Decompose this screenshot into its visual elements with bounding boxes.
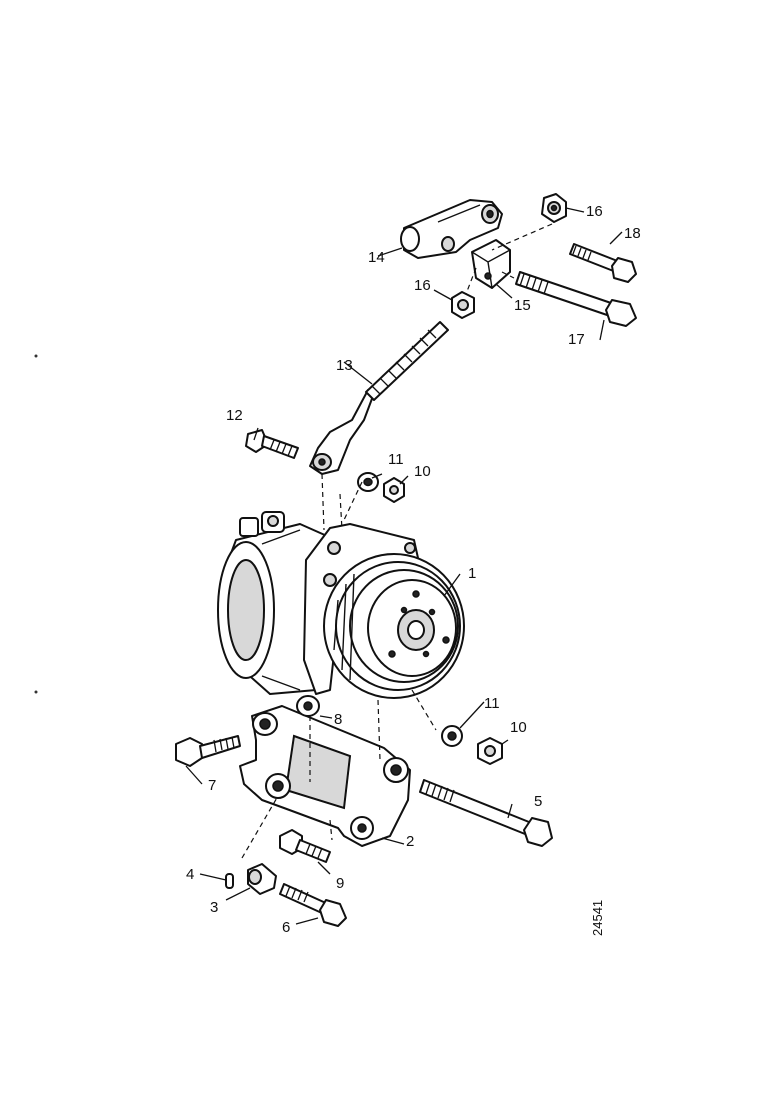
bolt-part-12 xyxy=(245,429,299,459)
nut-part-16-top xyxy=(541,193,567,223)
bolt-part-5 xyxy=(419,779,553,847)
bolt-part-18 xyxy=(569,243,637,283)
label-18: 18 xyxy=(624,225,641,242)
nut-part-16-middle xyxy=(451,291,475,319)
bolt-part-6 xyxy=(279,883,347,927)
label-5: 5 xyxy=(534,793,542,810)
bolt-part-17 xyxy=(515,271,637,327)
lower-bracket-part-2 xyxy=(239,705,411,847)
label-17: 17 xyxy=(568,331,585,348)
label-10-bottom: 10 xyxy=(510,719,527,736)
label-16-top: 16 xyxy=(586,203,603,220)
adjusting-link-part-13 xyxy=(309,321,449,475)
sleeve-part-3 xyxy=(247,863,277,895)
nut-part-10-top xyxy=(383,477,405,503)
leader-lines xyxy=(185,207,623,925)
label-15: 15 xyxy=(514,297,531,314)
label-9: 9 xyxy=(336,875,344,892)
washer-part-11-bottom xyxy=(441,725,463,747)
label-6: 6 xyxy=(282,919,290,936)
washer-part-11-top xyxy=(357,472,379,492)
label-14: 14 xyxy=(368,249,385,266)
label-10-top: 10 xyxy=(414,463,431,480)
label-1: 1 xyxy=(468,565,476,582)
label-2: 2 xyxy=(406,833,414,850)
label-16-middle: 16 xyxy=(414,277,431,294)
part-labels: 1 2 3 4 5 6 7 8 9 10 10 11 11 12 13 14 1… xyxy=(186,203,641,936)
label-7: 7 xyxy=(208,777,216,794)
assembly-lines xyxy=(241,223,553,859)
spacer-block-part-15 xyxy=(471,239,511,289)
upper-bracket-part-14 xyxy=(400,199,503,259)
reference-code: 24541 xyxy=(590,900,605,936)
pin-part-4 xyxy=(225,873,234,889)
washer-part-8 xyxy=(296,695,320,717)
label-8: 8 xyxy=(334,711,342,728)
bolt-part-9 xyxy=(279,829,331,863)
nut-part-10-bottom xyxy=(477,737,503,765)
label-11-top: 11 xyxy=(388,451,404,468)
scan-dot xyxy=(34,690,38,694)
label-13: 13 xyxy=(336,357,353,374)
scan-dot xyxy=(34,354,38,358)
bolt-part-7 xyxy=(175,735,241,767)
label-11-bottom: 11 xyxy=(484,695,500,712)
label-4: 4 xyxy=(186,866,194,883)
compressor-part-1 xyxy=(217,511,465,699)
label-3: 3 xyxy=(210,899,218,916)
label-12: 12 xyxy=(226,407,243,424)
